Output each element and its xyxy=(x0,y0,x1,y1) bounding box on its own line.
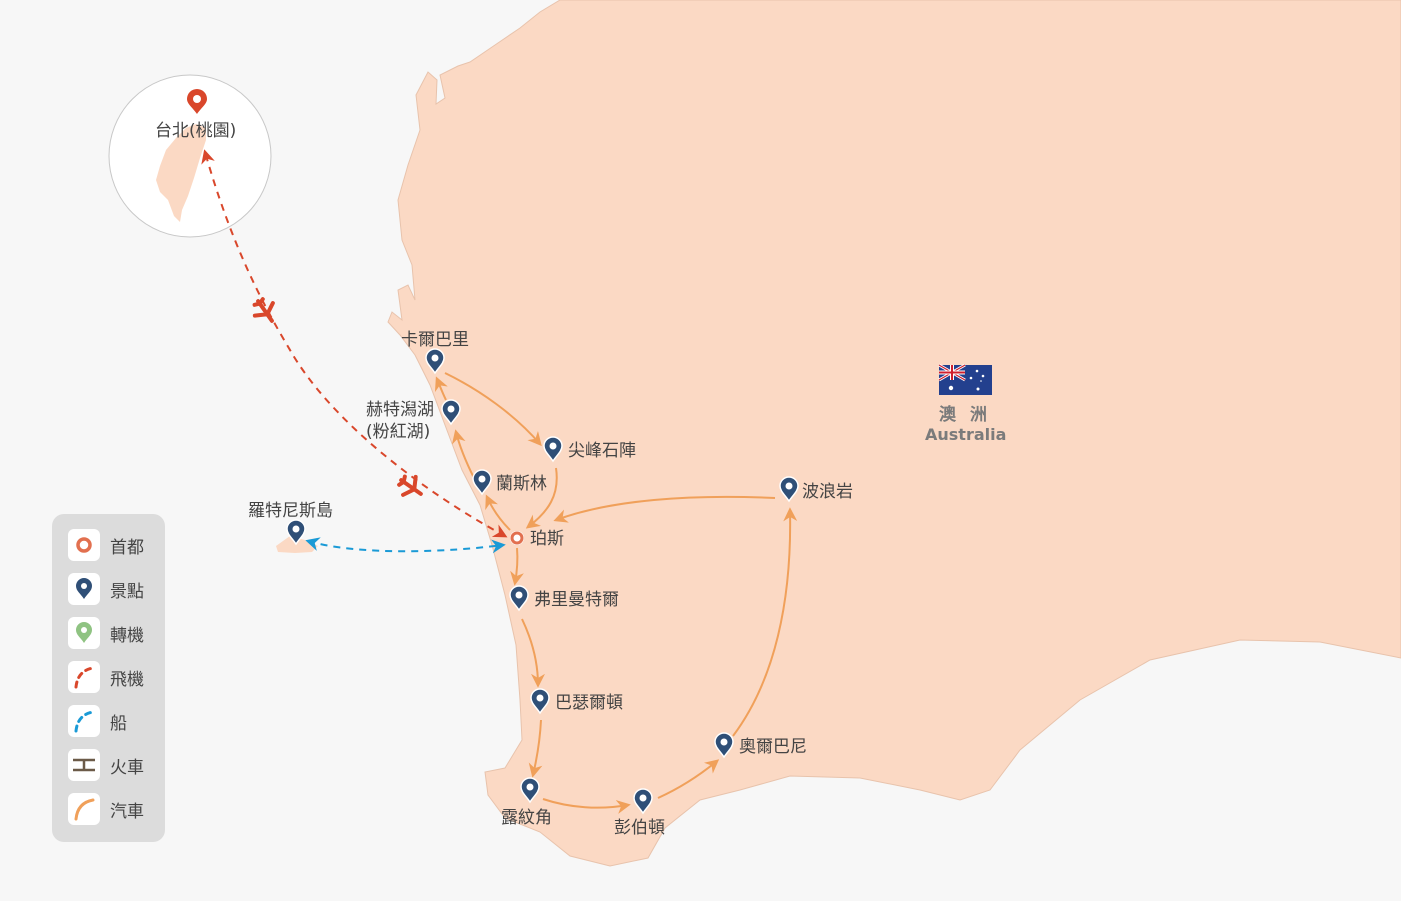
car-route xyxy=(528,719,543,778)
train-route-icon xyxy=(73,758,95,772)
car-routes xyxy=(434,372,798,814)
car-route xyxy=(451,429,475,479)
region-name-en: Australia xyxy=(925,425,1007,444)
flight-route-icon xyxy=(74,666,95,689)
car-route-icon xyxy=(74,798,95,821)
perth-label: 珀斯 xyxy=(530,529,564,549)
plane-icon xyxy=(247,292,283,330)
car-route xyxy=(444,372,542,447)
plane-icon xyxy=(392,469,430,505)
wave-rock-label: 波浪岩 xyxy=(802,482,853,502)
car-route xyxy=(525,467,558,529)
fremantle-label: 弗里曼特爾 xyxy=(534,590,619,610)
attraction-pin-icon xyxy=(76,578,92,599)
car-route xyxy=(542,798,631,814)
capital-icon xyxy=(76,537,92,553)
transfer-pin-icon xyxy=(76,622,92,643)
taipei-label: 台北(桃園) xyxy=(155,121,237,141)
car-route xyxy=(485,494,511,531)
legend-item-car: 汽車 xyxy=(68,792,144,826)
flight-route xyxy=(201,149,508,538)
pemberton-label: 彭伯頓 xyxy=(614,818,665,838)
legend-item-attraction: 景點 xyxy=(68,572,144,606)
car-route xyxy=(553,495,776,523)
hutt-lagoon-label: 赫特潟湖 xyxy=(366,400,434,420)
car-route xyxy=(521,618,545,688)
region-label: 澳 洲 Australia xyxy=(925,364,1007,444)
legend-item-capital: 首都 xyxy=(68,528,144,562)
legend-label: 汽車 xyxy=(110,801,144,822)
perth-capital-icon[interactable] xyxy=(510,531,524,545)
legend-label: 飛機 xyxy=(110,669,144,690)
legend-item-boat: 船 xyxy=(68,704,127,738)
pinnacles-label: 尖峰石陣 xyxy=(568,441,636,461)
car-route xyxy=(510,547,524,586)
region-name-cn: 澳 洲 xyxy=(939,405,991,425)
legend-label: 轉機 xyxy=(110,625,144,646)
leeuwin-label: 露紋角 xyxy=(501,808,552,828)
boat-route xyxy=(305,537,506,554)
legend-item-flight: 飛機 xyxy=(68,660,144,694)
pink-lake-label: (粉紅湖) xyxy=(366,422,431,442)
australia-flag-icon xyxy=(938,363,992,395)
car-route xyxy=(732,507,798,737)
lancelin-label: 蘭斯林 xyxy=(496,474,547,494)
legend-item-train: 火車 xyxy=(68,748,144,782)
map-legend: 首都 景點 轉機 飛機 船 火車 汽車 xyxy=(52,514,165,842)
legend-label: 火車 xyxy=(110,757,144,778)
legend-item-transfer: 轉機 xyxy=(68,616,144,650)
boat-route-icon xyxy=(74,710,95,733)
legend-label: 景點 xyxy=(110,581,144,602)
taiwan-landmass xyxy=(156,124,206,222)
albany-label: 奧爾巴尼 xyxy=(739,737,807,757)
car-route xyxy=(657,759,720,799)
busselton-label: 巴瑟爾頓 xyxy=(555,693,623,713)
legend-label: 船 xyxy=(110,713,127,734)
car-route xyxy=(434,376,448,401)
legend-label: 首都 xyxy=(110,537,144,558)
rottnest-label: 羅特尼斯島 xyxy=(248,501,333,521)
taipei-pin-icon[interactable] xyxy=(187,89,207,114)
kalbarri-label: 卡爾巴里 xyxy=(401,330,469,350)
